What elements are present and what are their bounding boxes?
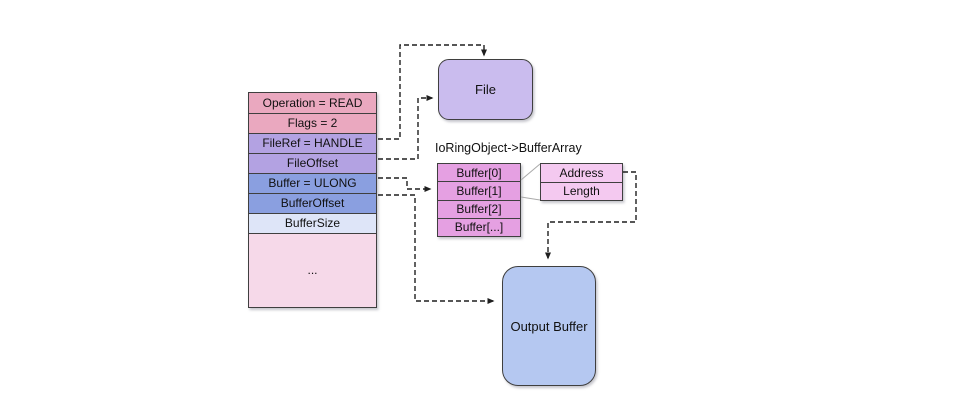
table-row-flags: Flags = 2	[249, 113, 376, 133]
detail-cell-address: Address	[541, 164, 622, 182]
expansion-line-lower	[520, 196, 541, 201]
arrow-fileoffset-to-file-left	[378, 95, 434, 160]
file-node: File	[438, 59, 533, 120]
buffer-array-title: IoRingObject->BufferArray	[435, 141, 582, 155]
table-row-bufferoffset: BufferOffset	[249, 193, 376, 213]
arrow-buffer-to-bufferarray	[378, 177, 432, 192]
output-buffer-node: Output Buffer	[502, 266, 596, 386]
detail-cell-length: Length	[541, 181, 622, 200]
expansion-line-upper	[520, 163, 541, 181]
table-row-ellipsis: ...	[249, 233, 376, 307]
table-row-fileoffset: FileOffset	[249, 153, 376, 173]
buffer-array-cell-1: Buffer[1]	[438, 181, 520, 200]
table-row-operation: Operation = READ	[249, 93, 376, 113]
buffer-array-cell-n: Buffer[...]	[438, 217, 520, 236]
file-node-label: File	[475, 82, 496, 97]
request-structure-table: Operation = READ Flags = 2 FileRef = HAN…	[248, 92, 377, 308]
buffer-entry-detail-table: Address Length	[540, 163, 623, 201]
table-row-buffersize: BufferSize	[249, 213, 376, 233]
buffer-array-cell-2: Buffer[2]	[438, 199, 520, 218]
output-buffer-node-label: Output Buffer	[510, 318, 588, 334]
table-row-fileref: FileRef = HANDLE	[249, 133, 376, 153]
buffer-array-table: Buffer[0] Buffer[1] Buffer[2] Buffer[...…	[437, 163, 521, 237]
table-row-buffer: Buffer = ULONG	[249, 173, 376, 193]
buffer-array-cell-0: Buffer[0]	[438, 164, 520, 182]
